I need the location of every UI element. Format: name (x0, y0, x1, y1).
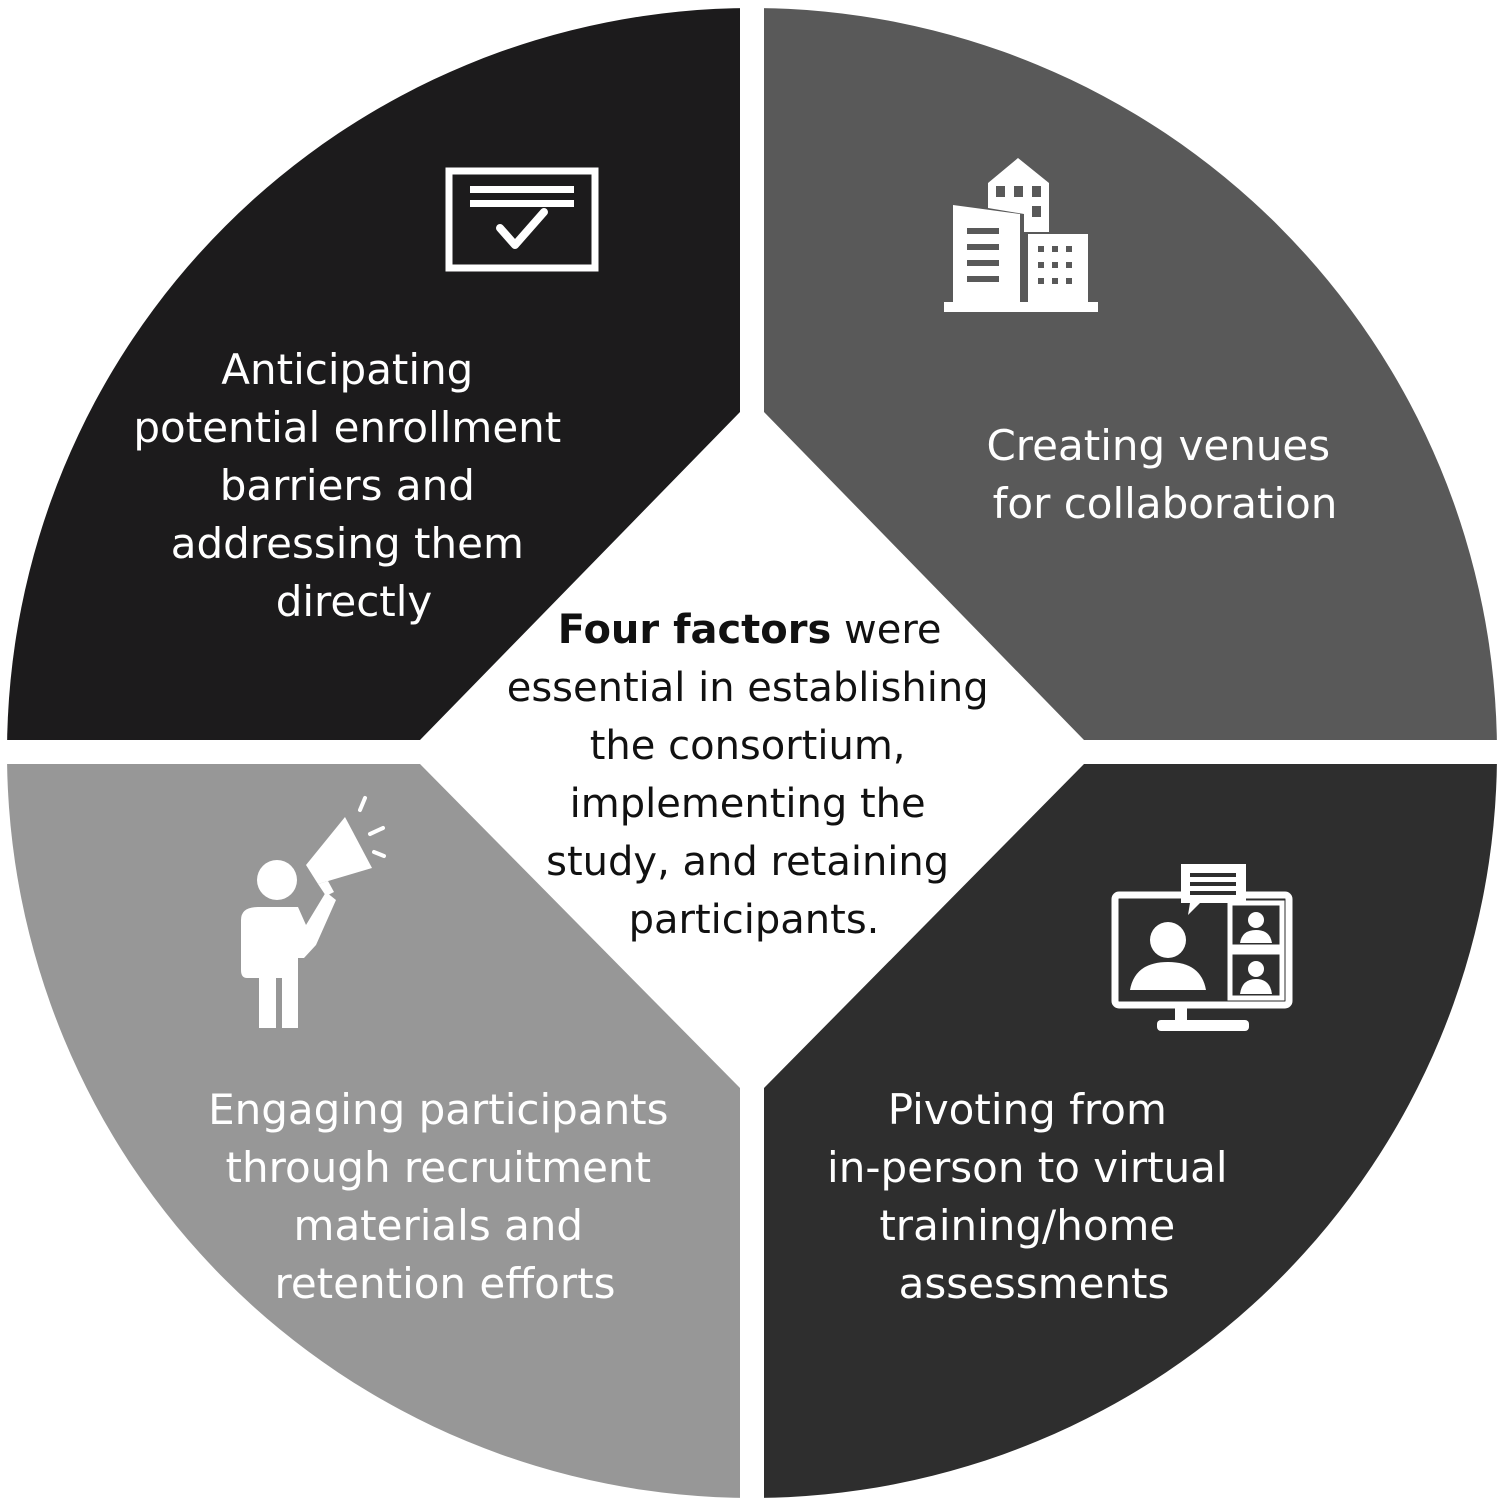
label-line: potential enrollment (133, 403, 561, 452)
label-line: barriers and (220, 461, 475, 510)
center-line: participants. (629, 897, 880, 943)
label-line: assessments (899, 1259, 1170, 1308)
checklist-window-icon (445, 167, 599, 272)
label-line: materials and (294, 1201, 584, 1250)
center-line: study, and retaining (546, 839, 949, 885)
label-line: Pivoting from (888, 1085, 1167, 1134)
label-line: directly (276, 577, 433, 626)
megaphone-person-icon (241, 796, 386, 1028)
label-line: addressing them (171, 519, 524, 568)
quadrant-bottom-right-label: Pivoting from in-person to virtual train… (827, 1085, 1241, 1308)
center-text: Four factors were essential in establish… (507, 607, 1002, 943)
center-bold-lead: Four factors (558, 607, 832, 653)
label-line: retention efforts (274, 1259, 615, 1308)
center-line-1: Four factors were (558, 607, 942, 653)
label-line: Engaging participants (208, 1085, 668, 1134)
label-line: Anticipating (221, 345, 473, 394)
quadrant-bottom-left-label: Engaging participants through recruitmen… (208, 1085, 682, 1308)
buildings-icon (944, 158, 1098, 312)
label-line: for collaboration (993, 479, 1338, 528)
quadrant-top-right-label: Creating venues for collaboration (986, 421, 1343, 528)
label-line: Creating venues (986, 421, 1330, 470)
center-line: essential in establishing (507, 665, 989, 711)
label-line: through recruitment (226, 1143, 652, 1192)
center-line: the consortium, (590, 723, 906, 769)
label-line: in-person to virtual (827, 1143, 1228, 1192)
label-line: training/home (879, 1201, 1175, 1250)
video-call-monitor-icon (1111, 864, 1293, 1031)
quadrant-top-left-label: Anticipating potential enrollment barrie… (133, 345, 574, 626)
center-line: implementing the (570, 781, 926, 827)
center-lead-rest: were (831, 607, 941, 653)
